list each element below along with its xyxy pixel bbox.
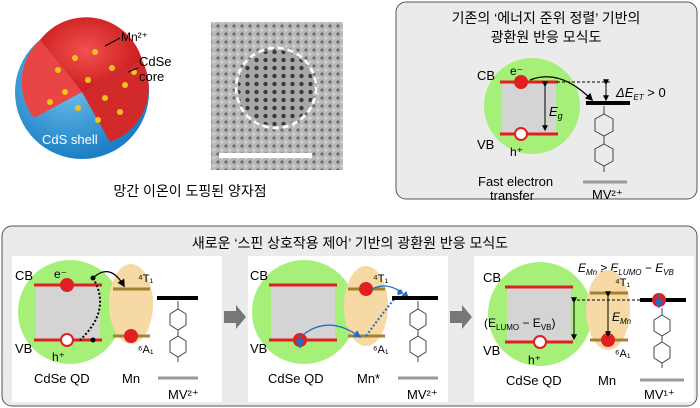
p1-mn-label: Mn — [122, 371, 140, 386]
hole-label: h⁺ — [510, 145, 523, 159]
p3-t1-label: ⁴T₁ — [615, 277, 630, 289]
p2-mn-label: Mn* — [357, 371, 380, 386]
p2-mn-excited-electron — [359, 282, 373, 296]
p1-bandgap — [36, 285, 100, 340]
p1-a1-label: ⁶A₁ — [138, 344, 154, 356]
p2-cb-label: CB — [250, 268, 268, 283]
qd-caption: 망간 이온이 도핑된 양자점 — [113, 183, 266, 199]
spin-title: 새로운 ‘스핀 상호작용 제어’ 기반의 광환원 반응 모식도 — [192, 235, 508, 251]
electron-label: e⁻ — [510, 64, 523, 78]
p2-transfer-node — [398, 290, 403, 295]
spin-panel: 새로운 ‘스핀 상호작용 제어’ 기반의 광환원 반응 모식도 CB VB e⁻… — [2, 226, 697, 406]
bandgap-fill — [502, 82, 556, 134]
p1-t1-label: ⁴T₁ — [138, 273, 153, 285]
p3-vb-label: VB — [483, 343, 500, 358]
mv-label: MV²⁺ — [592, 187, 623, 202]
p1-hole — [61, 334, 73, 346]
p2-t1-label: ⁴T₁ — [373, 273, 388, 285]
p3-bandgap — [507, 287, 571, 342]
p2-qd-label: CdSe QD — [268, 371, 324, 386]
p1-cb-label: CB — [15, 268, 33, 283]
tem-nanocrystal — [238, 50, 314, 126]
fast-label-line2: transfer — [490, 188, 535, 203]
p2-vb-label: VB — [250, 341, 267, 356]
spin-subpanel-3: EMn ≥ ELUMO − EVB CB VB h⁺ (ELUMO − EVB)… — [474, 256, 694, 402]
p2-bandgap — [271, 285, 335, 340]
p3-hole — [534, 336, 546, 348]
fast-label-line1: Fast electron — [478, 174, 553, 189]
p1-hole-label: h⁺ — [52, 350, 65, 364]
mn2plus-label: Mn²⁺ — [121, 30, 148, 44]
tem-image — [211, 22, 343, 170]
vb-label: VB — [477, 137, 494, 152]
core-label-line1: CdSe — [139, 54, 172, 69]
p1-transfer-node — [91, 276, 96, 281]
tem-scale-bar — [219, 153, 312, 158]
p3-cb-label: CB — [483, 270, 501, 285]
p1-electron-label: e⁻ — [54, 267, 67, 281]
spin-subpanel-1: CB VB e⁻ h⁺ ⁴T₁ ⁶A₁ — [12, 256, 222, 402]
p3-mn-label: Mn — [598, 373, 616, 388]
p1-recomb-node — [91, 338, 96, 343]
p3-a1-label: ⁶A₁ — [615, 348, 631, 360]
hole-dot — [515, 128, 527, 140]
p2-a1-label: ⁶A₁ — [373, 344, 389, 356]
cds-shell-label: CdS shell — [42, 132, 98, 147]
p1-mn-electron — [124, 329, 138, 343]
spin-subpanel-2: CB VB ⁴T₁ ⁶A₁ CdSe QD Mn — [248, 256, 448, 402]
p2-mv-label: MV²⁺ — [407, 387, 438, 402]
conventional-panel: 기존의 ‘에너지 준위 정렬’ 기반의 광환원 반응 모식도 CB VB Eg … — [396, 2, 697, 203]
p3-mv-label: MV¹⁺ — [644, 387, 675, 402]
p1-mv-label: MV²⁺ — [168, 387, 199, 402]
core-label-line2: core — [139, 69, 164, 84]
conventional-title-line1: 기존의 ‘에너지 준위 정렬’ 기반의 — [452, 10, 641, 26]
p3-hole-label: h⁺ — [528, 353, 541, 367]
p1-vb-label: VB — [15, 341, 32, 356]
conventional-title-line2: 광환원 반응 모식도 — [491, 29, 602, 45]
p3-qd-label: CdSe QD — [506, 373, 562, 388]
cb-label: CB — [477, 68, 495, 83]
qd-illustration: Mn²⁺ CdSe core CdS shell — [15, 17, 172, 159]
p1-qd-label: CdSe QD — [34, 371, 90, 386]
